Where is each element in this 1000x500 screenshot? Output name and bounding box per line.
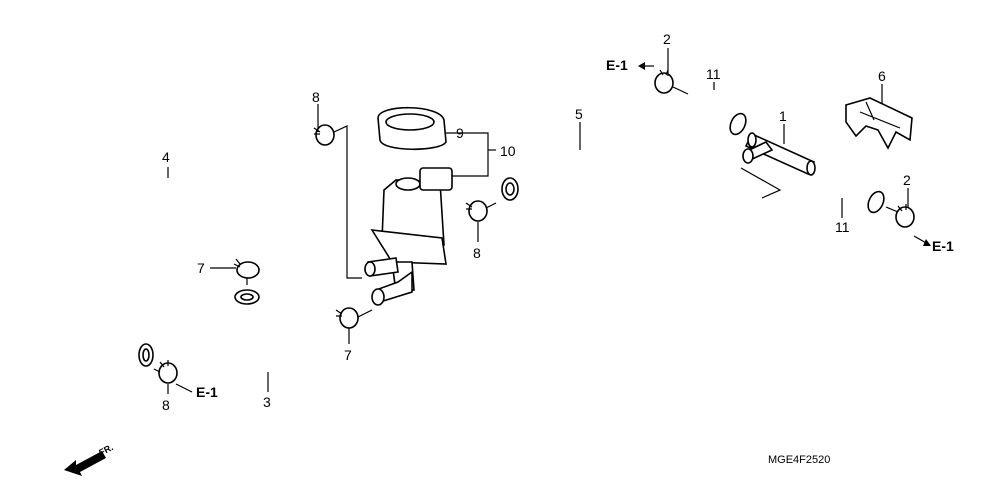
callout-11-top: 11: [706, 66, 721, 82]
diagram-code: MGE4F2520: [768, 454, 830, 466]
solenoid-valve: [364, 167, 453, 306]
clamp-2-bottom: [895, 204, 915, 228]
clamp-7-bottom: [335, 307, 359, 329]
callout-8-top: 8: [312, 89, 320, 105]
ref-e1-top: E-1: [606, 57, 628, 73]
ref-arrows: [175, 62, 931, 393]
callout-7-bottom: 7: [344, 347, 352, 363]
holder-6: [845, 97, 913, 150]
callout-8-bottom: 8: [162, 397, 170, 413]
leader-lines: [167, 48, 909, 394]
callout-8-mid: 8: [473, 245, 481, 261]
hose-11-upper: [678, 90, 748, 136]
callout-4: 4: [162, 149, 170, 165]
hose-4: [74, 138, 306, 367]
clamp-8-bottom: [158, 360, 178, 384]
front-arrow: FR.: [64, 442, 115, 476]
hose-3: [232, 289, 337, 374]
assembly-lines: [153, 86, 899, 373]
front-label: FR.: [97, 442, 114, 458]
callout-2-top: 2: [663, 31, 671, 47]
callout-1: 1: [779, 108, 787, 124]
callout-6: 6: [878, 68, 886, 84]
joint-1: [742, 132, 816, 176]
callout-7-left: 7: [197, 260, 205, 276]
callout-3: 3: [263, 394, 271, 410]
hose-5: [500, 144, 770, 232]
callout-9: 9: [456, 125, 464, 141]
callout-2-bottom: 2: [903, 172, 911, 188]
clamp-2-top: [654, 69, 674, 94]
hose-11-lower: [814, 168, 886, 214]
clamp-7-top: [233, 258, 260, 279]
callout-10: 10: [500, 143, 516, 159]
ref-e1-right: E-1: [932, 238, 954, 254]
clamp-8-mid: [465, 200, 488, 222]
ref-e1-left: E-1: [196, 384, 218, 400]
callout-11-bottom: 11: [835, 219, 850, 235]
callout-5: 5: [575, 106, 583, 122]
band-9: [377, 106, 447, 151]
clamp-8-top: [313, 124, 335, 146]
